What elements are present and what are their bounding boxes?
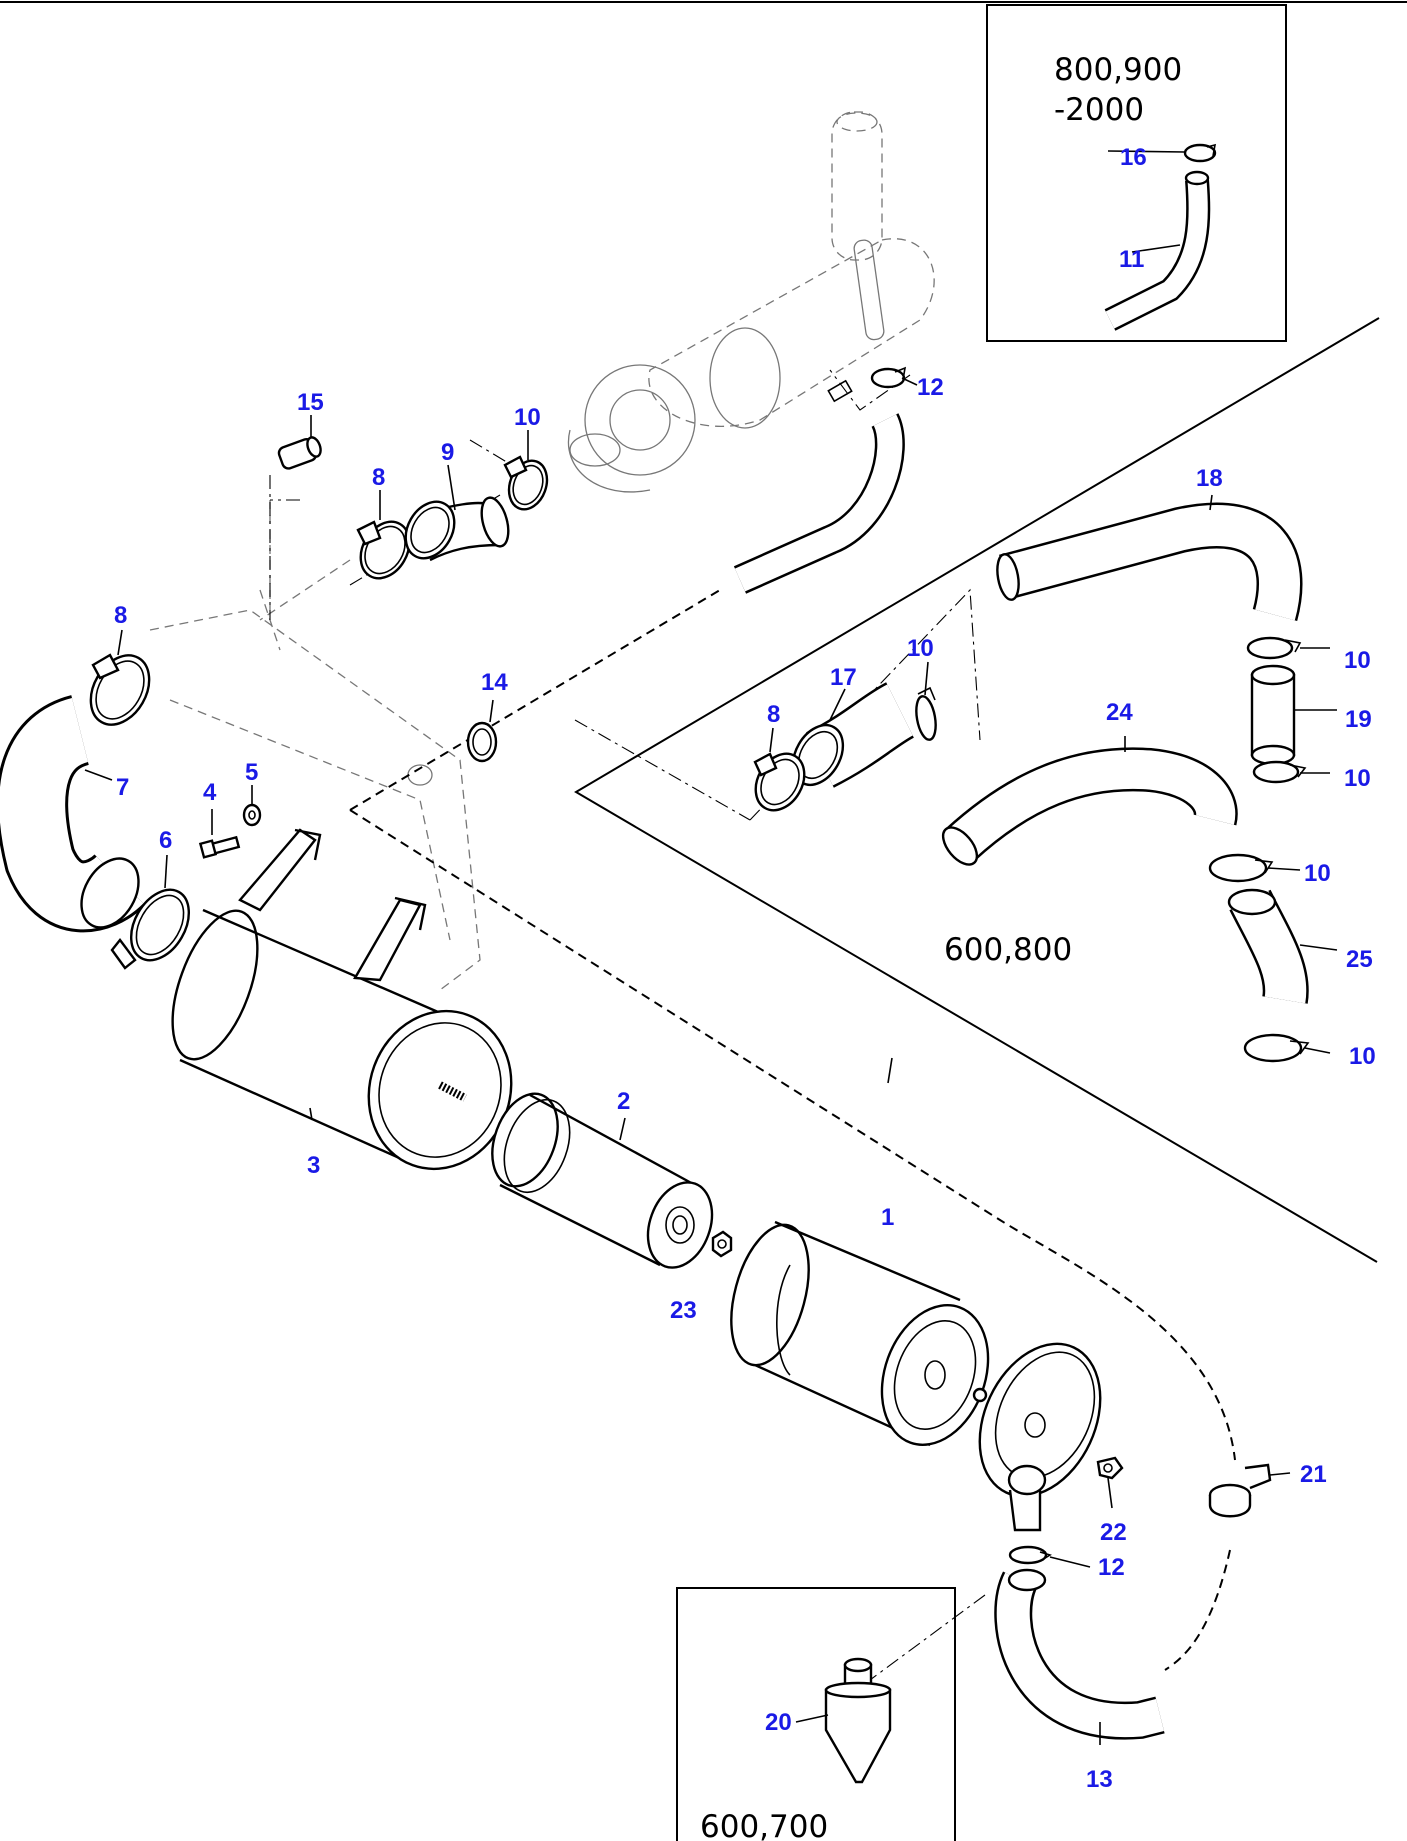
callout-1: 1 [881, 1204, 894, 1231]
part-19-sleeve [1250, 664, 1296, 766]
part-22-wing-nut [1096, 1456, 1124, 1480]
part-3-air-cleaner-housing [171, 828, 513, 1171]
part-17-hose [791, 682, 915, 788]
callout-6: 6 [159, 827, 172, 854]
part-11-hose [1104, 170, 1211, 331]
part-10-clamp-17 [915, 686, 937, 741]
part-7-elbow-hose [0, 695, 146, 933]
callout-12-lower: 12 [1098, 1554, 1125, 1581]
part-5-washer [242, 803, 262, 827]
inset-frame-600-700 [676, 1587, 956, 1841]
callout-10-18: 10 [1344, 647, 1371, 674]
callout-10-25: 10 [1349, 1043, 1376, 1070]
callout-8-inset: 8 [767, 701, 780, 728]
part-8-clamp-left [89, 653, 151, 726]
part-10-clamp-25 [1243, 1033, 1310, 1063]
inset-frame-600-800 [574, 317, 1380, 1263]
part-2-filter-element [490, 1092, 714, 1269]
part-23-nut [711, 1230, 733, 1258]
part-10-clamp-24 [1208, 853, 1274, 883]
part-6-clamp [110, 888, 191, 970]
callout-4: 4 [203, 779, 217, 806]
part-13-hose [994, 1568, 1165, 1740]
assembly-path-main [349, 809, 1236, 1461]
part-25-elbow [1227, 888, 1309, 1004]
callout-7: 7 [116, 774, 129, 801]
inset-frame-800-900 [986, 4, 1287, 342]
part-1-cleaner-cover [730, 1220, 990, 1447]
callout-13: 13 [1086, 1766, 1113, 1793]
axis-line-8c [574, 719, 751, 821]
part-20-dust-ejector [824, 1657, 892, 1784]
breather-hose [733, 379, 905, 594]
callout-10-17: 10 [907, 635, 934, 662]
callout-19: 19 [1345, 706, 1372, 733]
callout-18: 18 [1196, 465, 1223, 492]
callout-16: 16 [1120, 144, 1147, 171]
part-12-clamp-lower [1008, 1545, 1052, 1565]
group-label-2000: -2000 [1054, 92, 1144, 128]
part-14-gasket [466, 721, 498, 763]
part-4-screw [198, 835, 241, 859]
part-18-hose [996, 502, 1303, 622]
callout-3: 3 [307, 1152, 320, 1179]
part-12-clamp-upper [870, 366, 907, 389]
part-8-clamp-upper [356, 520, 411, 580]
callout-8-upper: 8 [372, 464, 385, 491]
end-cover [972, 1342, 1102, 1532]
group-label-800-900: 800,900 [1054, 52, 1182, 88]
callout-11: 11 [1119, 246, 1144, 273]
part-10-clamp-upper [503, 455, 549, 511]
callout-23: 23 [670, 1297, 697, 1324]
group-label-600-800: 600,800 [944, 932, 1072, 968]
callout-10-19: 10 [1344, 765, 1371, 792]
callout-8-left: 8 [114, 602, 127, 629]
part-10-clamp-18 [1246, 636, 1302, 660]
group-label-600-700: 600,700 [700, 1809, 828, 1841]
leader-lines [84, 150, 1338, 1745]
axis-line-17-24 [749, 588, 981, 821]
callout-20: 20 [765, 1709, 792, 1736]
callout-2: 2 [617, 1088, 630, 1115]
intake-pipe-outline [149, 500, 481, 991]
part-10-clamp-19 [1252, 760, 1307, 784]
part-16-clamp [1183, 143, 1217, 163]
callout-5: 5 [245, 759, 258, 786]
callout-9: 9 [441, 439, 454, 466]
part-24-hose [941, 747, 1238, 866]
axis-line-20 [869, 1594, 986, 1681]
part-15-connector [277, 436, 322, 470]
turbocharger-outline [567, 111, 935, 493]
callout-15: 15 [297, 389, 324, 416]
part-8-clamp-17 [753, 752, 806, 812]
callout-17: 17 [830, 664, 857, 691]
callout-25: 25 [1346, 946, 1373, 973]
callout-12-upper: 12 [917, 374, 944, 401]
callout-14: 14 [481, 669, 508, 696]
callout-10-upper: 10 [514, 404, 541, 431]
assembly-path-upper [349, 589, 721, 811]
part-21-bracket [1208, 1463, 1272, 1518]
callout-24: 24 [1106, 699, 1133, 726]
callout-10-24: 10 [1304, 860, 1331, 887]
part-9-hose [404, 496, 510, 562]
assembly-path-lower [1164, 1549, 1231, 1671]
callout-21: 21 [1300, 1461, 1327, 1488]
callout-22: 22 [1100, 1519, 1127, 1546]
